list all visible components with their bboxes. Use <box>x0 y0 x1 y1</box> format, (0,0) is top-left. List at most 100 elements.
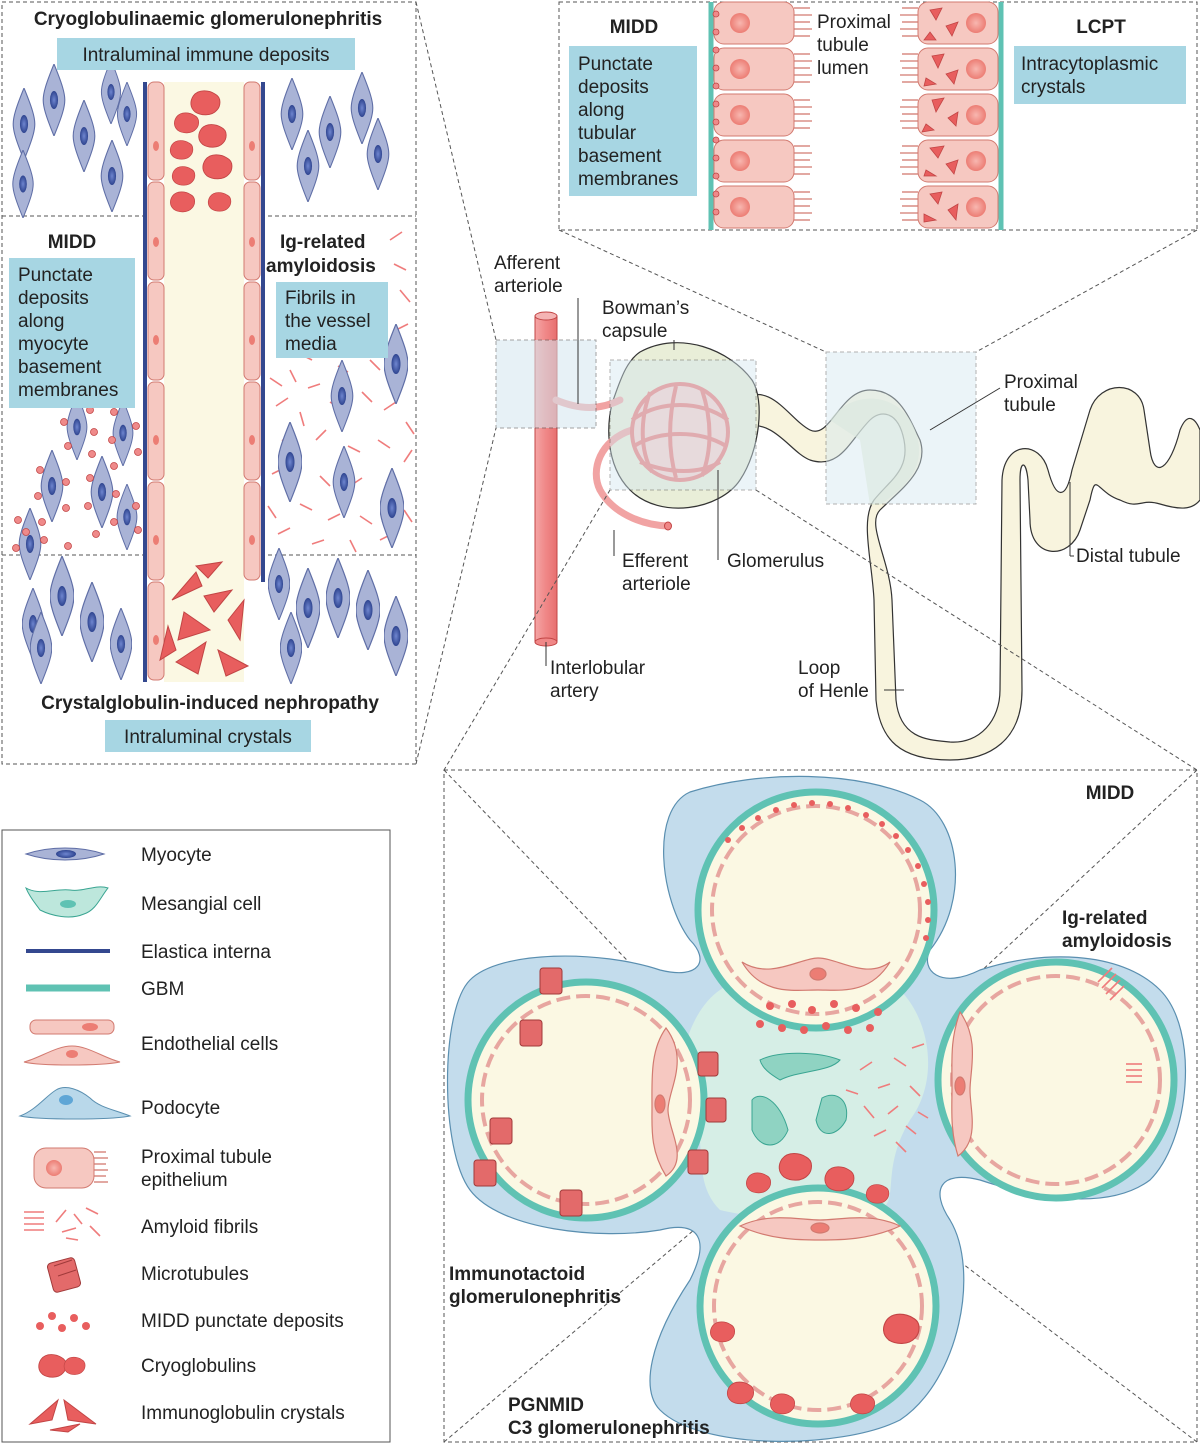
efferent-label: arteriole <box>622 574 691 595</box>
microtubules-icon <box>46 1257 82 1293</box>
loop-label: Loop <box>798 658 840 679</box>
proximal-tubule-epithelium-icon <box>33 1147 108 1189</box>
top-left-panel: Cryoglobulinaemic glomerulonephritis Int… <box>1 1 417 765</box>
proximal-label: Proximal <box>1004 372 1078 393</box>
tubule-highlight-box <box>825 351 977 505</box>
crystal-title: Crystalglobulin-induced nephropathy <box>41 693 379 714</box>
legend-border <box>1 829 391 1443</box>
bowman-label: Bowman’s <box>602 298 689 319</box>
midd-title-vessel: MIDD <box>48 232 97 253</box>
afferent-label: arteriole <box>494 276 563 297</box>
brush-border-left <box>794 7 812 221</box>
legend-label: Podocyte <box>141 1098 220 1119</box>
midd-box-line: basement <box>18 357 102 378</box>
nephron-tubule <box>741 387 1200 761</box>
immunoglobulin-crystals-icon <box>28 1398 97 1433</box>
midd-box-line: myocyte <box>18 334 89 355</box>
loop-label: of Henle <box>798 681 869 702</box>
midd-box-line: deposits <box>18 288 89 309</box>
midd-glomerulus-label: MIDD <box>1086 783 1135 804</box>
myocyte-icon <box>24 847 106 861</box>
legend-label: Endothelial cells <box>141 1034 278 1055</box>
capillary-loops <box>464 788 1178 1428</box>
lcpt-box-line: Intracytoplasmic <box>1021 54 1158 75</box>
cryo-title: Cryoglobulinaemic glomerulonephritis <box>34 9 382 30</box>
crystal-box <box>105 720 311 752</box>
midd-tubule-line: along <box>578 100 625 121</box>
legend-label: Amyloid fibrils <box>141 1217 258 1238</box>
lumen-label: Proximal <box>817 12 891 33</box>
lumen-label: tubule <box>817 35 869 56</box>
interlobular-label: artery <box>550 681 599 702</box>
nephron-diagram: Afferent arteriole Bowman’s capsule Prox… <box>494 253 1200 761</box>
amyloid-box-vessel <box>276 282 388 358</box>
zoom-lines-tubule <box>558 229 1198 353</box>
glomerulus-label: Glomerulus <box>727 551 824 572</box>
cryo-box <box>57 38 355 70</box>
glomerulus-highlight-box <box>609 359 757 491</box>
lcpt-box <box>1014 46 1186 104</box>
lumen-label: lumen <box>817 58 869 79</box>
legend-label: Microtubules <box>141 1264 249 1285</box>
lcpt-title: LCPT <box>1076 17 1126 38</box>
interlobular-label: Interlobular <box>550 658 646 679</box>
midd-tubule-line: deposits <box>578 77 649 98</box>
legend-label: epithelium <box>141 1170 228 1191</box>
amyloid-fibrils-icon <box>24 1207 101 1241</box>
midd-tbm-deposits <box>712 10 720 216</box>
glomerular-tuft <box>630 382 730 482</box>
distal-label: Distal tubule <box>1076 546 1181 567</box>
legend-label: Elastica interna <box>141 942 271 963</box>
midd-title-tubule: MIDD <box>610 17 659 38</box>
proximal-label: tubule <box>1004 395 1056 416</box>
midd-deposits-icon <box>36 1312 90 1332</box>
amyloid-box-line: Fibrils in <box>285 288 356 309</box>
midd-box-line: Punctate <box>18 265 93 286</box>
amyloid-glomerular-fibrils <box>845 967 1142 1153</box>
efferent-arteriole <box>592 426 672 530</box>
cryoglobulins-icon <box>38 1354 86 1378</box>
midd-tubule-line: tubular <box>578 123 637 144</box>
legend-label: Mesangial cell <box>141 894 261 915</box>
legend-label: Cryoglobulins <box>141 1356 256 1377</box>
midd-box-vessel <box>9 258 135 408</box>
intracytoplasmic-crystals <box>921 7 959 223</box>
amyloid-fibrils-vessel <box>267 231 415 553</box>
pgnmid-label: C3 glomerulonephritis <box>508 1418 710 1439</box>
midd-box-line: along <box>18 311 65 332</box>
endothelial-column-left <box>147 81 165 681</box>
midd-box-tubule <box>569 46 697 196</box>
midd-glomerular-deposits <box>725 800 931 1034</box>
midd-tubule-line: basement <box>578 146 662 167</box>
leader-lines <box>545 298 1074 691</box>
amyloid-title-vessel: amyloidosis <box>266 256 376 277</box>
endothelial-column-right <box>243 81 261 581</box>
zoom-lines-vessel <box>415 1 497 765</box>
podocyte-icon <box>18 1087 132 1120</box>
amyloid-box-line: the vessel <box>285 311 371 332</box>
legend-label: Immunoglobulin crystals <box>141 1403 345 1424</box>
bowman-label: capsule <box>602 321 668 342</box>
legend-label: MIDD punctate deposits <box>141 1311 344 1332</box>
immunotactoid-label: Immunotactoid <box>449 1264 585 1285</box>
zoom-lines-glomerulus <box>443 489 1198 771</box>
top-right-panel: MIDD Punctate deposits along tubular bas… <box>558 1 1198 231</box>
midd-box-line: membranes <box>18 380 118 401</box>
crystal-box-label: Intraluminal crystals <box>124 727 292 748</box>
brush-border-right <box>900 7 918 221</box>
amyloid-glomerulus-label: Ig-related <box>1062 908 1148 929</box>
cryo-box-label: Intraluminal immune deposits <box>82 45 329 66</box>
mesangial-cells <box>751 1052 848 1146</box>
midd-tubule-line: membranes <box>578 169 678 190</box>
proximal-tubule-region <box>830 398 920 505</box>
legend: Myocyte Mesangial cell Elastica interna … <box>1 829 391 1443</box>
immunotactoid-label: glomerulonephritis <box>449 1287 621 1308</box>
microtubule-bundles <box>473 967 727 1217</box>
glomerular-endothelium <box>651 957 974 1241</box>
afferent-label: Afferent <box>494 253 561 274</box>
legend-label: GBM <box>141 979 184 1000</box>
mesangial-cell-icon <box>25 886 109 918</box>
tubule-cells-left <box>713 1 795 229</box>
intraluminal-crystals <box>159 561 250 677</box>
